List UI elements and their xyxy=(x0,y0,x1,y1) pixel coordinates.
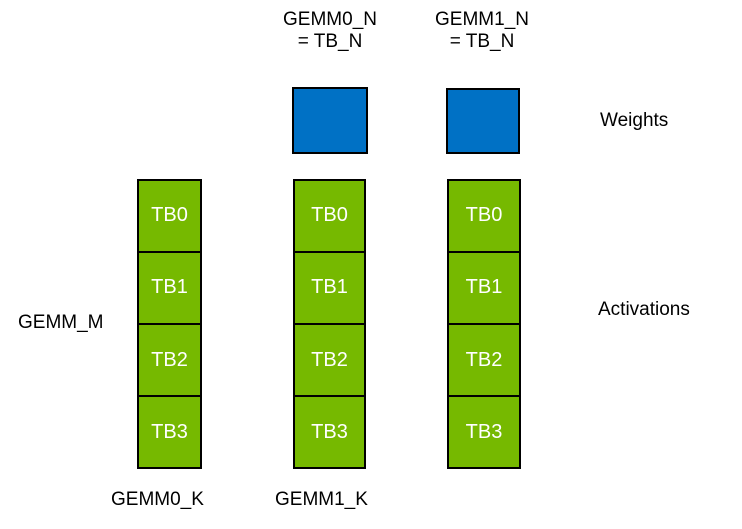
gemm0-n-line1: GEMM0_N xyxy=(283,9,377,30)
tb-cell: TB1 xyxy=(449,253,519,323)
gemm1-n-label: GEMM1_N = TB_N xyxy=(435,9,529,53)
tb-cell: TB0 xyxy=(295,181,364,251)
weights-label: Weights xyxy=(600,110,669,131)
tb-cell: TB3 xyxy=(449,397,519,467)
gemm0-n-label: GEMM0_N = TB_N xyxy=(283,9,377,53)
tb-cell: TB3 xyxy=(295,397,364,467)
tb-cell: TB2 xyxy=(295,325,364,395)
gemm0-k-label: GEMM0_K xyxy=(111,489,204,510)
tb-cell: TB2 xyxy=(449,325,519,395)
tb-cell: TB1 xyxy=(139,253,200,323)
gemm0-n-line2: = TB_N xyxy=(297,31,363,52)
weight-block-1 xyxy=(446,88,520,154)
activation-column-2: TB0 TB1 TB2 TB3 xyxy=(447,179,521,469)
tb-cell: TB0 xyxy=(139,181,200,251)
weight-block-0 xyxy=(292,87,368,154)
tb-cell: TB1 xyxy=(295,253,364,323)
tb-cell: TB3 xyxy=(139,397,200,467)
gemm1-n-line1: GEMM1_N xyxy=(435,9,529,30)
activations-label: Activations xyxy=(598,299,690,320)
gemm-m-label: GEMM_M xyxy=(18,312,104,333)
tb-cell: TB2 xyxy=(139,325,200,395)
gemm1-k-label: GEMM1_K xyxy=(275,489,368,510)
tb-cell: TB0 xyxy=(449,181,519,251)
activation-column-0: TB0 TB1 TB2 TB3 xyxy=(137,179,202,469)
gemm1-n-line2: = TB_N xyxy=(449,31,515,52)
activation-column-1: TB0 TB1 TB2 TB3 xyxy=(293,179,366,469)
